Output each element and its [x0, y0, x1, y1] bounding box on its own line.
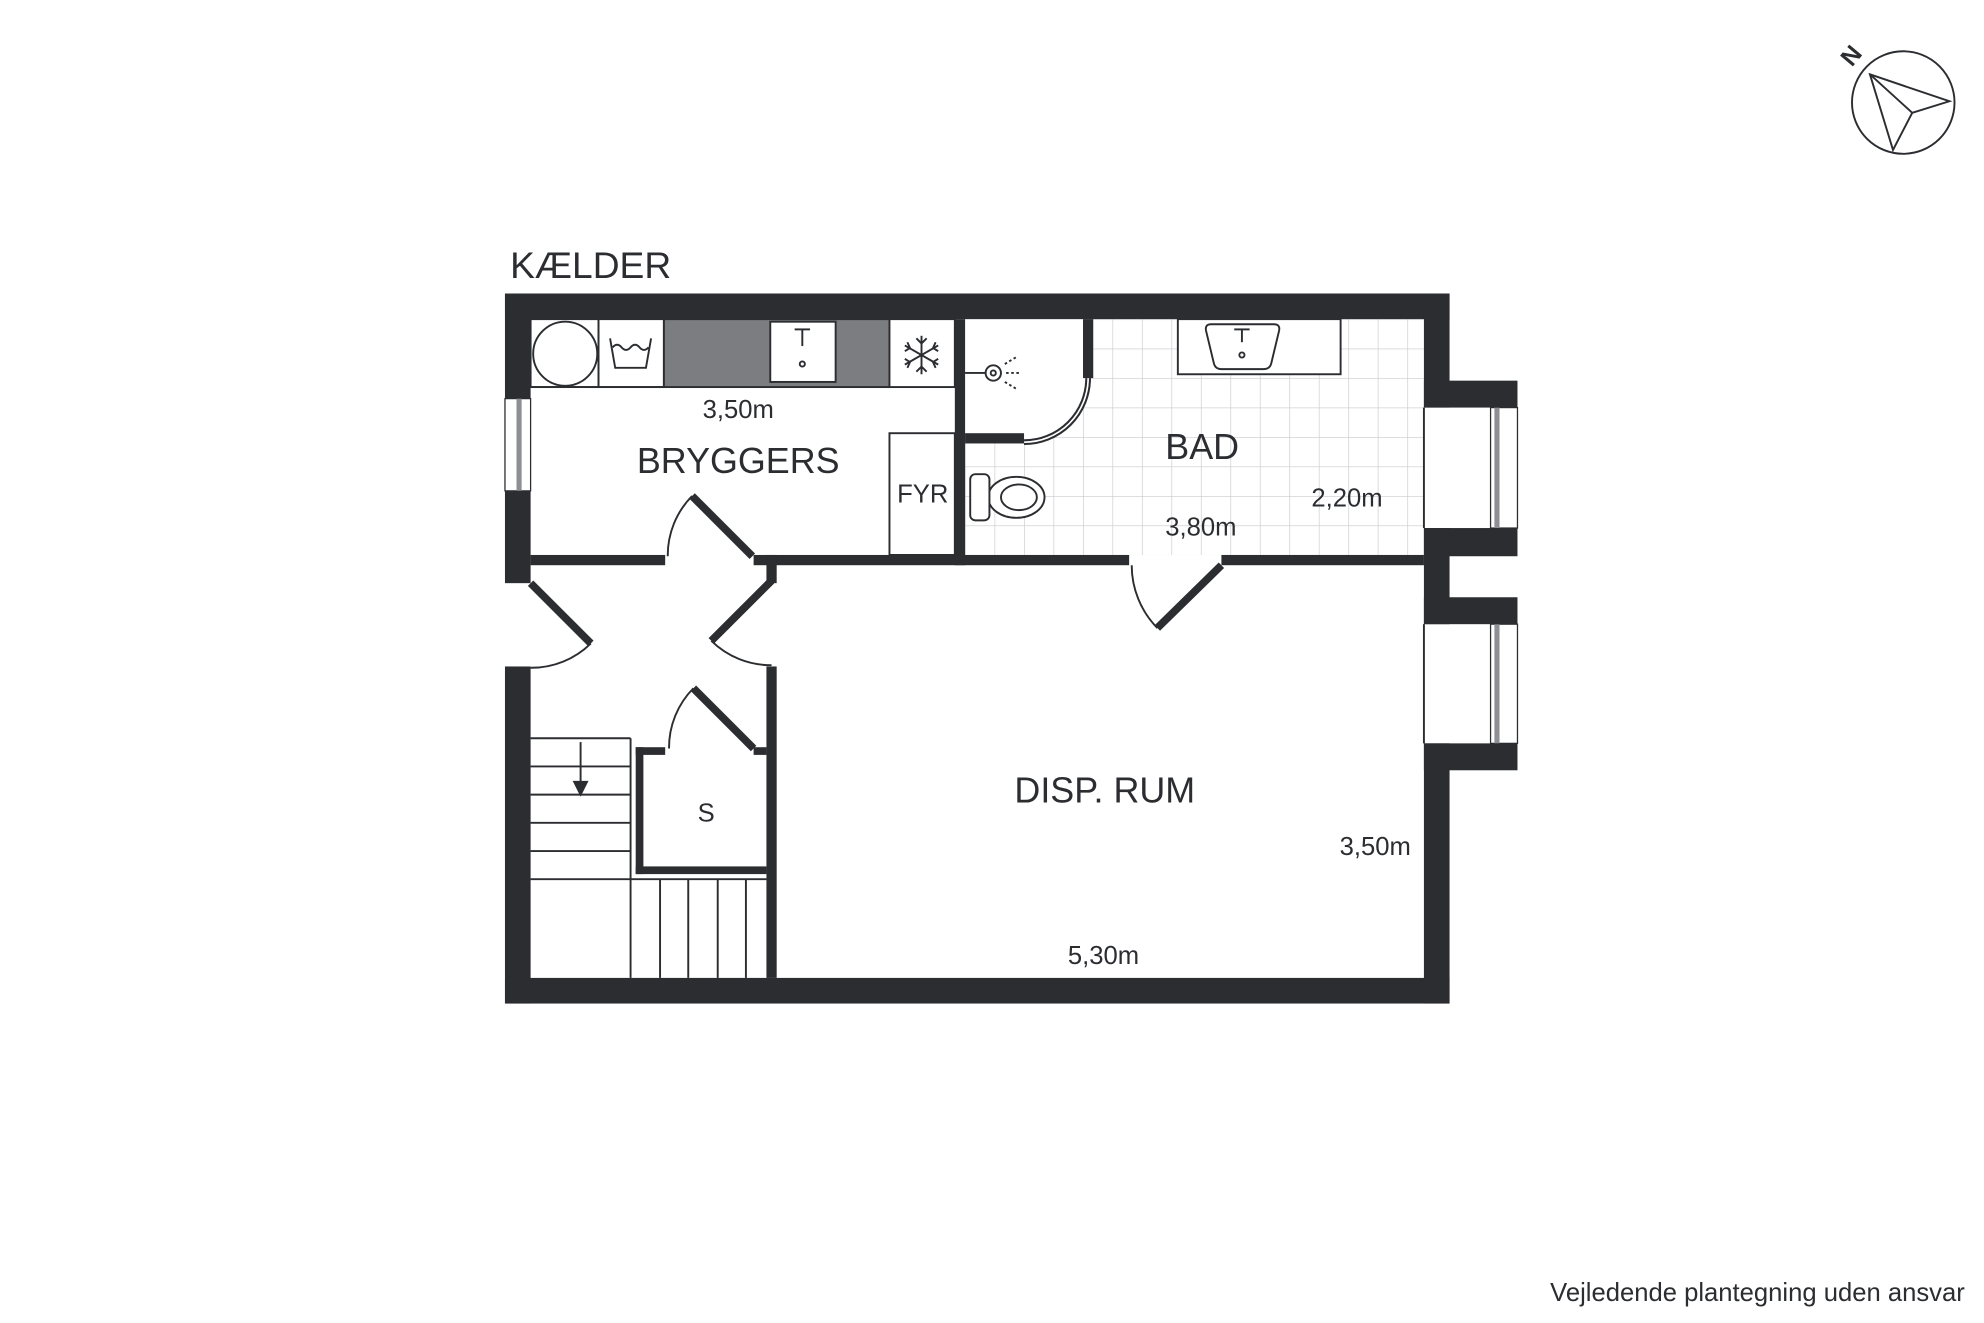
door-swing-arc — [666, 495, 693, 557]
utility-room-name: BRYGGERS — [637, 441, 840, 481]
shower-screen — [1023, 378, 1092, 446]
door-bathroom — [1130, 562, 1225, 631]
toilet-seat-opening — [1000, 483, 1038, 512]
window-bay-upper — [1489, 406, 1519, 529]
wall-hall-bath-storage — [753, 554, 1130, 566]
compass-ring — [1851, 50, 1956, 155]
utility-room-dimension: 3,50m — [703, 396, 774, 424]
shower-head-center — [989, 369, 997, 377]
bathroom-name: BAD — [1165, 427, 1239, 467]
shower-head — [984, 364, 1002, 382]
door-swing-arc — [668, 687, 695, 749]
washing-machine-icon — [529, 318, 600, 389]
door-utility-room — [666, 493, 756, 559]
kitchen-sink-drain — [798, 360, 806, 368]
door-exterior — [527, 580, 594, 669]
outer-wall-top — [504, 293, 1450, 320]
washbasin-bowl — [1204, 323, 1281, 371]
washbasin-icon — [1176, 318, 1342, 376]
compass-north-label: N — [1836, 41, 1868, 72]
closet-wall-left — [635, 747, 644, 875]
wall-shower-vertical — [1082, 319, 1094, 379]
doors — [527, 493, 1225, 752]
outer-wall-left-upper — [504, 293, 531, 399]
bay-upper-top-wall — [1423, 380, 1518, 408]
door-leaf — [708, 577, 775, 644]
shower-spray — [1004, 381, 1019, 391]
outer-wall-left-middle — [504, 490, 531, 584]
closet-wall-top-left — [635, 747, 666, 755]
shower-screen-glass-inner — [1024, 378, 1089, 444]
bathroom-dimension-length: 3,80m — [1165, 514, 1236, 542]
toilet-icon — [969, 473, 1046, 522]
washbasin-drain — [1238, 351, 1246, 359]
laundry-tub-box — [597, 318, 665, 389]
kitchen-sink-icon — [769, 320, 837, 383]
snowflake-branch — [915, 365, 928, 373]
snowflake-branch — [904, 358, 912, 369]
snowflake-branch — [915, 337, 928, 345]
window-pane — [1494, 407, 1500, 529]
outer-wall-left-lower — [504, 666, 531, 1004]
toilet-tank — [969, 473, 991, 522]
window-pane — [1494, 624, 1500, 744]
windows — [504, 397, 1519, 745]
walls — [504, 293, 1518, 1004]
door-leaf — [689, 493, 756, 559]
door-swing-arc — [1130, 565, 1159, 629]
boiler-closet — [888, 432, 956, 556]
bay-lower-top-wall — [1423, 597, 1518, 625]
shower-spray — [1004, 355, 1019, 365]
door-storage-room — [708, 577, 775, 667]
door-leaf — [690, 685, 757, 752]
compass-icon — [1851, 50, 1956, 155]
window-pane — [516, 398, 522, 491]
shower-head-icon — [965, 355, 1022, 391]
closet-name: S — [698, 800, 715, 828]
kitchen-sink-basin — [769, 320, 837, 383]
storage-room-dimension-depth: 3,50m — [1340, 833, 1411, 861]
window-bay-lower — [1489, 623, 1519, 745]
outer-wall-right-lower — [1423, 743, 1450, 1004]
wall-bath-storage-right — [1221, 554, 1424, 566]
wall-door-jamb — [766, 554, 777, 584]
wall-utility-bath — [954, 319, 966, 566]
stair-direction-arrow-icon — [572, 742, 589, 797]
door-leaf — [527, 580, 594, 647]
door-swing-arc — [530, 642, 592, 669]
compass-needle-axis — [1869, 73, 1913, 114]
laundry-tub-basin — [609, 338, 653, 369]
labels: KÆLDER 3,50m BRYGGERS FYR BAD 3,80m 2,20… — [510, 41, 1965, 1307]
wall-utility-hall — [530, 554, 666, 566]
wall-shower-horizontal — [965, 433, 1025, 444]
washing-machine-drum — [532, 320, 599, 387]
disclaimer-note: Vejledende plantegning uden ansvar — [1550, 1279, 1965, 1307]
staircase — [530, 737, 767, 978]
wall-hall-storage — [766, 666, 777, 978]
door-swing-arc — [710, 640, 772, 667]
snowflake-branch — [931, 358, 939, 369]
storage-room-name: DISP. RUM — [1014, 770, 1195, 810]
freezer-icon — [888, 318, 956, 389]
window-left — [504, 397, 532, 492]
door-leaf — [1154, 562, 1225, 631]
storage-room-dimension-width: 5,30m — [1068, 942, 1139, 970]
closet-wall-bottom — [635, 866, 767, 875]
outer-wall-bottom — [504, 977, 1450, 1004]
floor-title: KÆLDER — [510, 244, 671, 286]
stair-arrow-head — [572, 780, 589, 797]
laundry-tub-water-wave — [611, 343, 650, 351]
door-closet — [668, 685, 757, 752]
snowflake-branch — [931, 341, 939, 352]
bathroom-dimension-width: 2,20m — [1311, 484, 1382, 512]
fixtures — [529, 50, 1956, 978]
closet-wall-top-right — [753, 747, 767, 755]
boiler-closet-name: FYR — [897, 480, 948, 508]
laundry-tub-icon — [597, 318, 665, 389]
snowflake-branch — [904, 341, 912, 352]
shower-floor — [965, 319, 1089, 443]
